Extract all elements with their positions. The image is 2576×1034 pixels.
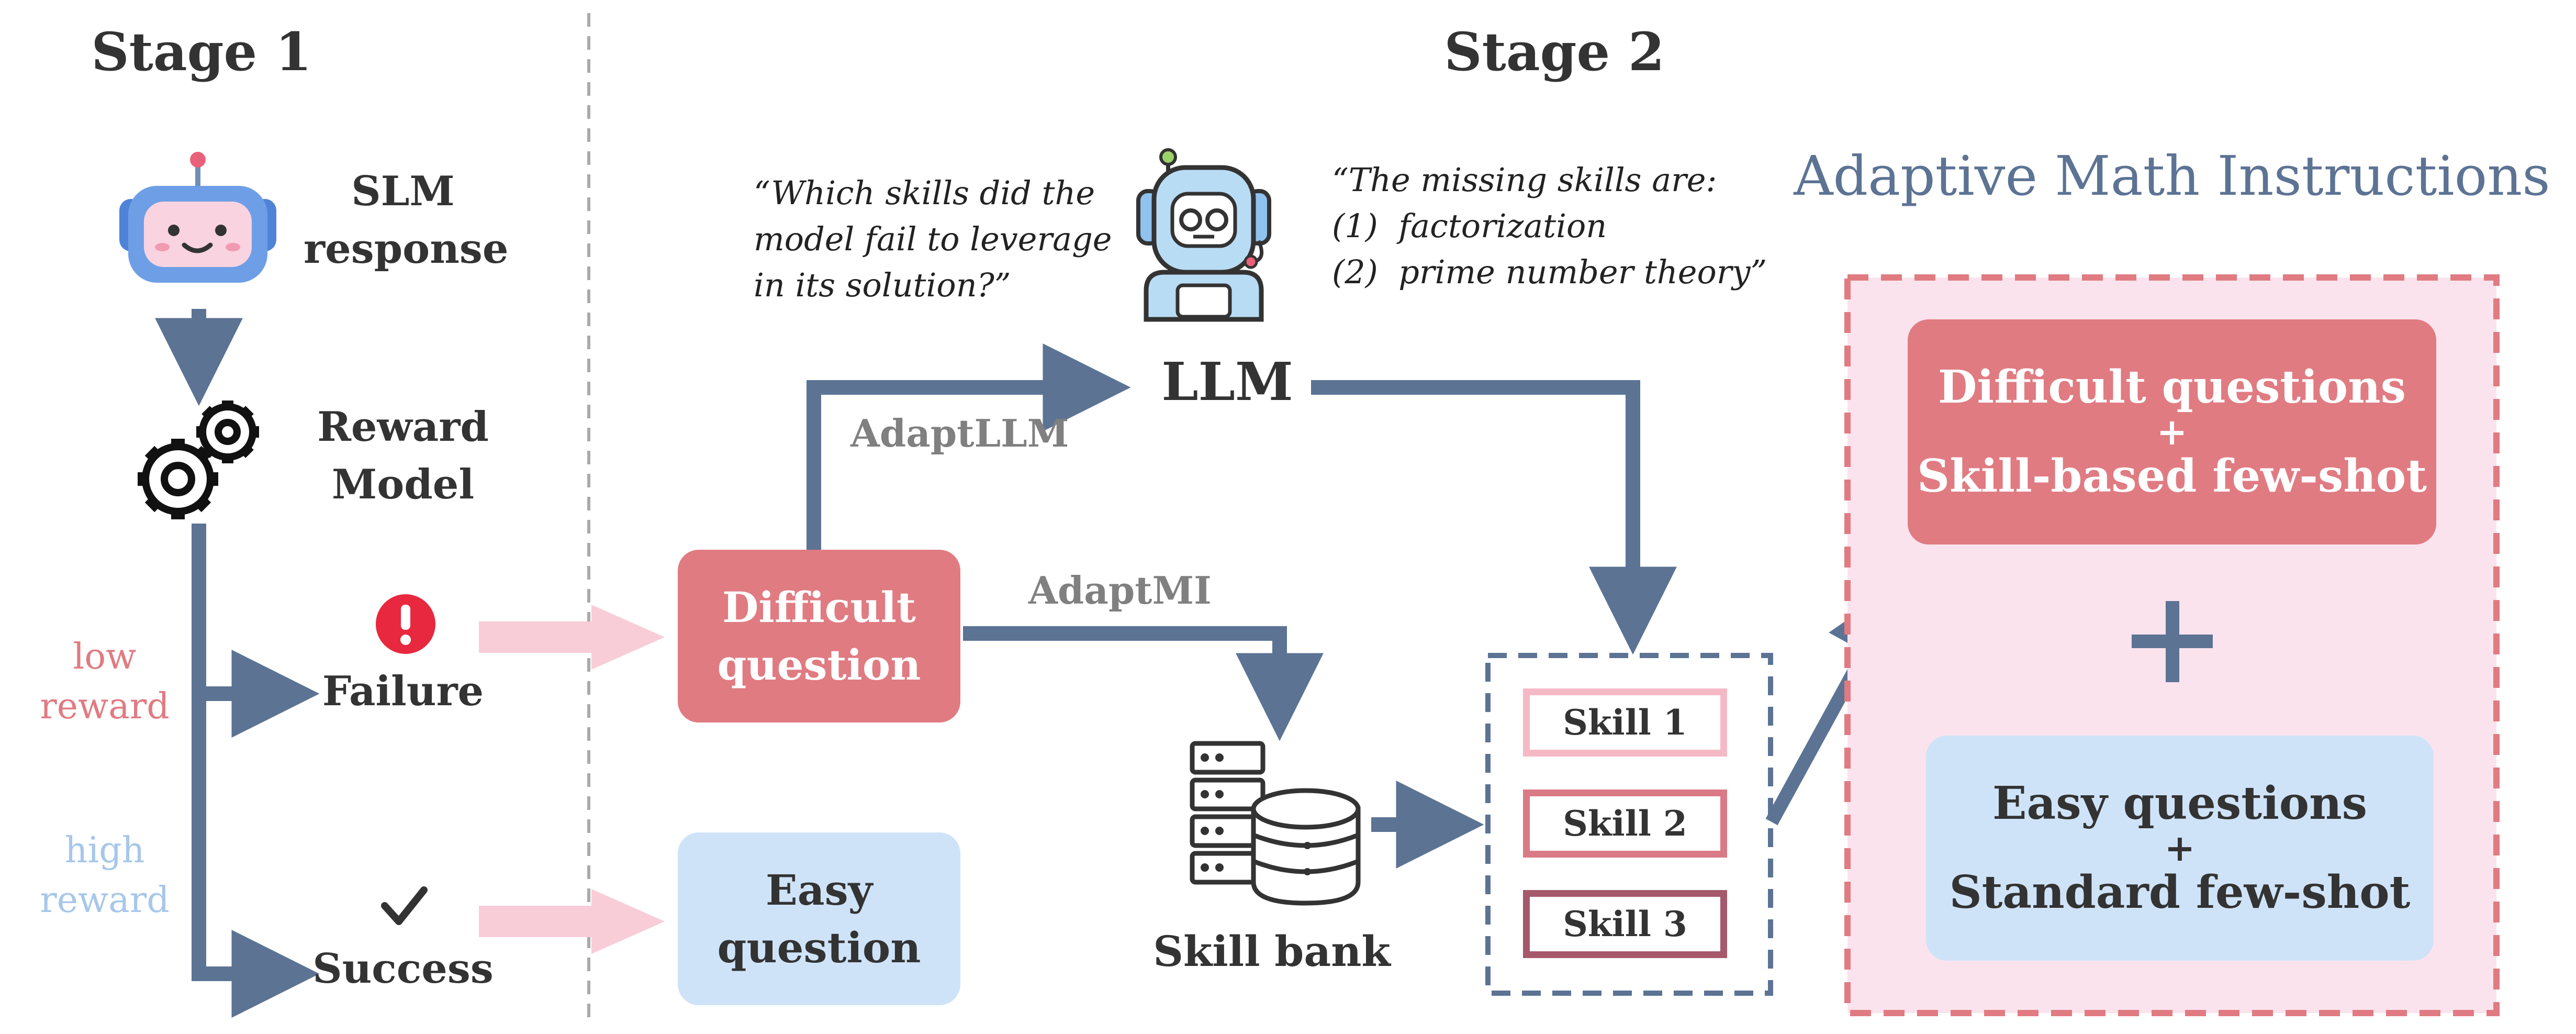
arrow-llm-to-skills: [1311, 380, 1677, 655]
easy-box-plus: +: [2164, 826, 2196, 870]
difficult-question-line1: Difficult: [722, 583, 916, 632]
big-plus-icon: [2132, 601, 2213, 682]
checkmark-icon: [381, 886, 428, 925]
adaptmi-label: AdaptMI: [1028, 568, 1212, 613]
difficult-box-line2: Skill-based few-shot: [1917, 450, 2427, 503]
skill-item-1: Skill 1: [1523, 688, 1727, 757]
high-reward-line2: reward: [40, 880, 170, 921]
skill-item-2: Skill 2: [1523, 790, 1727, 858]
stage1-title: Stage 1: [91, 21, 312, 83]
exclamation-icon: [376, 594, 435, 654]
easy-question-box: Easy question: [678, 832, 960, 1005]
adaptllm-label: AdaptLLM: [850, 411, 1069, 455]
answer-quote: “The missing skills are: (1) factorizati…: [1332, 161, 1767, 291]
success-label: Success: [312, 945, 494, 993]
gears-icon: [138, 401, 259, 519]
slm-label-line2: response: [304, 225, 509, 273]
slm-label-line1: SLM: [351, 168, 455, 215]
pink-arrow-failure: [479, 605, 665, 670]
robot-slm-icon: [119, 152, 276, 283]
stage2-title: Stage 2: [1444, 21, 1665, 83]
arrow-adaptmi: [963, 626, 1324, 741]
question-quote: “Which skills did the model fail to leve…: [754, 174, 1112, 304]
reward-label-line2: Model: [331, 461, 475, 508]
failure-label: Failure: [322, 668, 484, 715]
low-reward-line1: low: [73, 636, 137, 677]
difficult-question-line2: question: [717, 640, 921, 690]
llm-label: LLM: [1161, 351, 1293, 413]
easy-question-line1: Easy: [765, 865, 873, 915]
difficult-instructions-box: Difficult questions + Skill-based few-sh…: [1908, 319, 2436, 544]
difficult-box-plus: +: [2156, 410, 2188, 453]
pink-arrow-success: [479, 889, 665, 954]
server-database-icon: [1190, 741, 1361, 906]
robot-llm-icon: [1136, 148, 1271, 322]
easy-box-line1: Easy questions: [1992, 777, 2368, 830]
skill-item-3: Skill 3: [1523, 890, 1727, 958]
low-reward-line2: reward: [40, 686, 170, 727]
skill-bank-label: Skill bank: [1153, 927, 1391, 976]
skills-container: [1485, 653, 1773, 996]
adaptive-title: Adaptive Math Instructions: [1794, 144, 2550, 208]
high-reward-line1: high: [64, 830, 145, 871]
reward-label-line1: Reward: [317, 403, 489, 451]
difficult-question-box: Difficult question: [678, 550, 960, 722]
easy-box-line2: Standard few-shot: [1949, 866, 2411, 919]
easy-instructions-box: Easy questions + Standard few-shot: [1926, 736, 2434, 961]
easy-question-line2: question: [717, 923, 921, 972]
difficult-box-line1: Difficult questions: [1937, 361, 2406, 414]
arrow-adaptllm: [807, 343, 1131, 550]
